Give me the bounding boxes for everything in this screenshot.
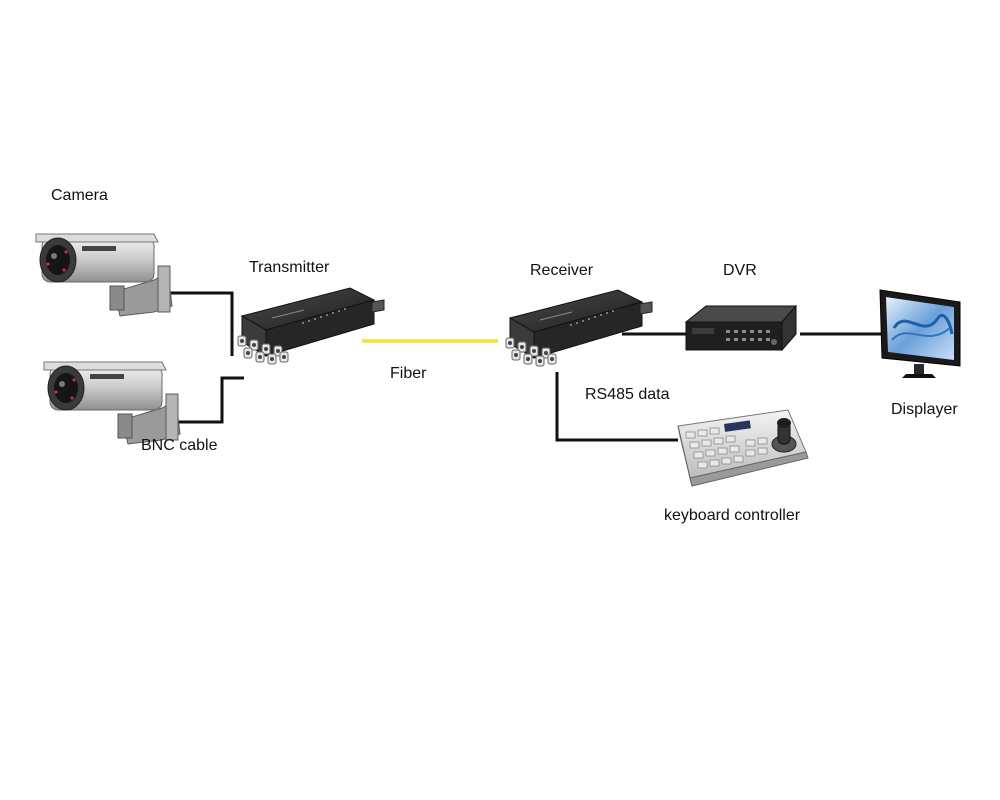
transmitter-label: Transmitter	[249, 259, 330, 276]
cctv-camera-icon	[35, 233, 173, 317]
fiber-label: Fiber	[390, 365, 427, 382]
receiver-label: Receiver	[530, 262, 594, 279]
monitor-icon	[879, 289, 961, 378]
dvr-label: DVR	[723, 262, 757, 279]
fiber-transmitter-icon	[237, 287, 385, 365]
bnc-cable-label: BNC cable	[141, 437, 218, 454]
rs485-cable	[555, 372, 678, 442]
rs485-label: RS485 data	[585, 386, 670, 403]
fiber-receiver-icon	[505, 289, 653, 367]
displayer-label: Displayer	[891, 401, 958, 418]
camera-label: Camera	[51, 187, 108, 204]
dvr-icon	[684, 304, 798, 352]
ptz-keyboard-icon	[677, 409, 809, 487]
keyboard-controller-label: keyboard controller	[664, 507, 801, 524]
cctv-camera-icon	[43, 361, 181, 445]
